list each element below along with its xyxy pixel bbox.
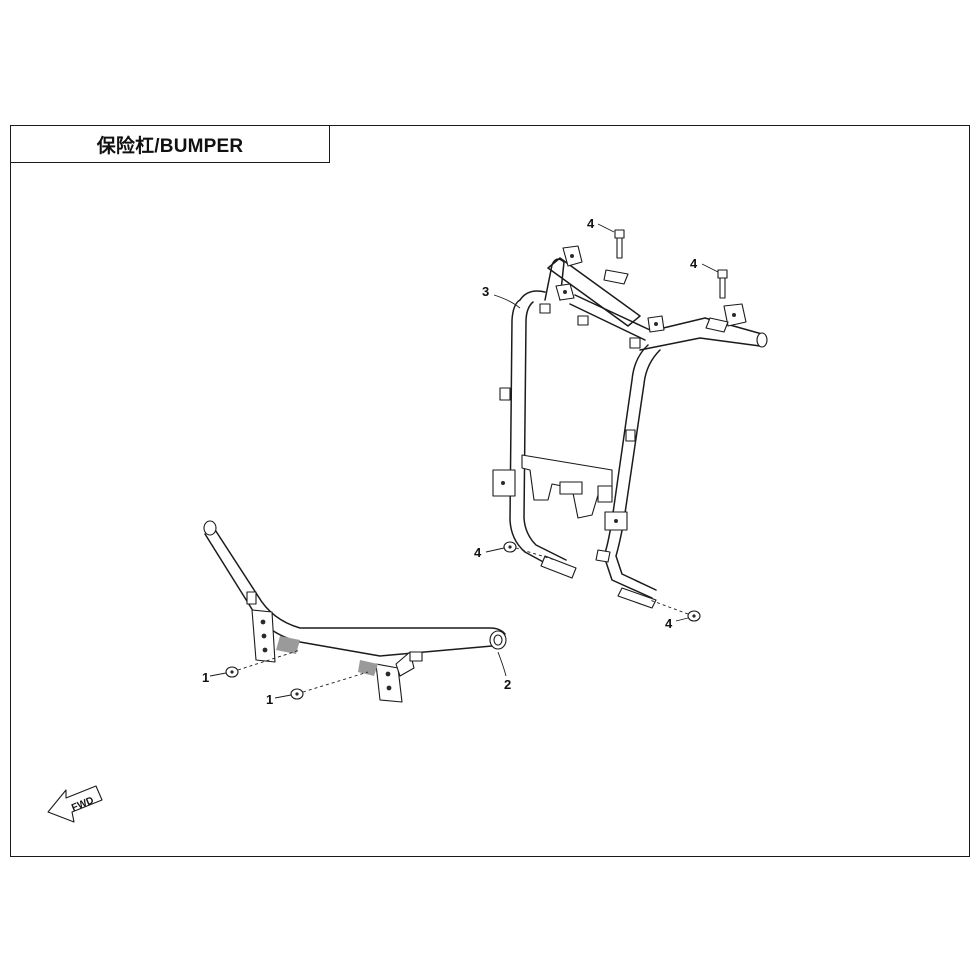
page-title: 保险杠/BUMPER — [96, 135, 244, 157]
callout-1-right: 1 — [266, 692, 273, 707]
nut-4-left — [503, 541, 517, 553]
bolt-4-top-right — [717, 269, 728, 299]
fwd-arrow-icon: FWD — [47, 785, 103, 823]
title-box: 保险杠/BUMPER — [10, 125, 330, 163]
callout-4-top-left: 4 — [587, 216, 595, 231]
leader-lines — [209, 223, 719, 699]
bolt-1-left — [225, 666, 239, 678]
bolt-1-right — [290, 688, 304, 700]
nut-4-right — [687, 610, 701, 622]
bolt-4-top-left — [614, 229, 625, 259]
callout-4-right: 4 — [665, 616, 673, 631]
callout-2: 2 — [504, 677, 511, 692]
part-3-upper-frame — [492, 245, 768, 609]
callout-3: 3 — [482, 284, 489, 299]
part-2-lower-bar — [203, 520, 507, 703]
callout-1-left: 1 — [202, 670, 209, 685]
callout-4-top-right: 4 — [690, 256, 698, 271]
drawing-frame — [10, 125, 970, 857]
callout-4-left: 4 — [474, 545, 482, 560]
